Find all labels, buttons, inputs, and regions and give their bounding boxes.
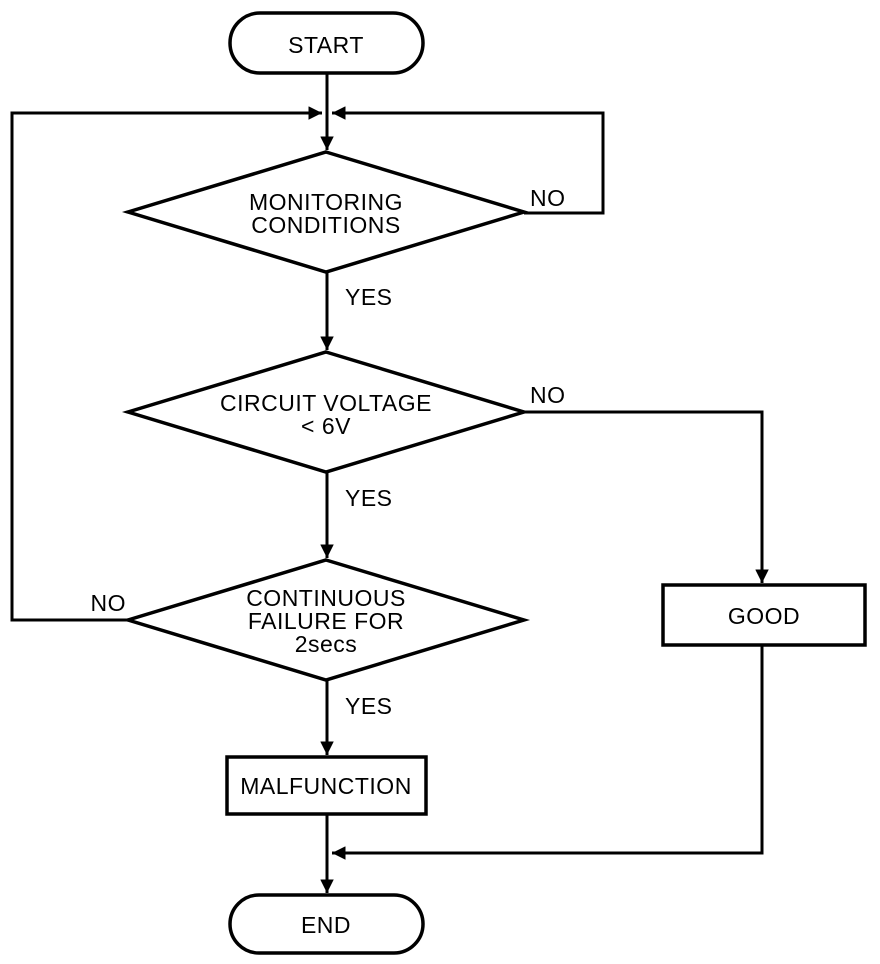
voltage-label-line2: < 6V [301, 413, 351, 439]
label-voltage-no: NO [530, 382, 566, 408]
voltage-decision-shape [121, 350, 531, 474]
start-label: START [288, 32, 364, 58]
good-process-shape [661, 583, 867, 647]
node-monitoring-conditions: MONITORING CONDITIONS [121, 150, 531, 274]
label-continuous-no: NO [91, 590, 127, 616]
continuous-decision-shape [121, 558, 531, 682]
label-monitoring-no: NO [530, 185, 566, 211]
continuous-label-line1: CONTINUOUS [246, 585, 406, 611]
end-label: END [301, 912, 351, 938]
label-monitoring-yes: YES [345, 284, 393, 310]
edge-good-to-merge [332, 645, 764, 860]
node-end: END [228, 893, 425, 955]
end-terminator-shape [228, 893, 425, 955]
node-malfunction: MALFUNCTION [225, 755, 428, 816]
label-voltage-yes: YES [345, 485, 393, 511]
label-continuous-yes: YES [345, 693, 393, 719]
edge-monitoring-no-loop [332, 106, 605, 215]
node-circuit-voltage: CIRCUIT VOLTAGE < 6V [121, 350, 531, 474]
malfunction-process-shape [225, 755, 428, 816]
monitoring-label-line2: CONDITIONS [251, 212, 400, 238]
edge-continuous-no-loop [10, 106, 322, 622]
node-good: GOOD [661, 583, 867, 647]
voltage-label-line1: CIRCUIT VOLTAGE [220, 390, 432, 416]
monitoring-decision-shape [121, 150, 531, 274]
node-start: START [228, 11, 425, 75]
malfunction-label: MALFUNCTION [240, 773, 412, 799]
edge-voltage-no [524, 410, 769, 583]
continuous-label-line2: FAILURE FOR [248, 608, 404, 634]
good-label: GOOD [728, 603, 800, 629]
continuous-label-line3: 2secs [295, 631, 358, 657]
start-terminator-shape [228, 11, 425, 75]
node-continuous-failure: CONTINUOUS FAILURE FOR 2secs [121, 558, 531, 682]
monitoring-label-line1: MONITORING [249, 189, 403, 215]
